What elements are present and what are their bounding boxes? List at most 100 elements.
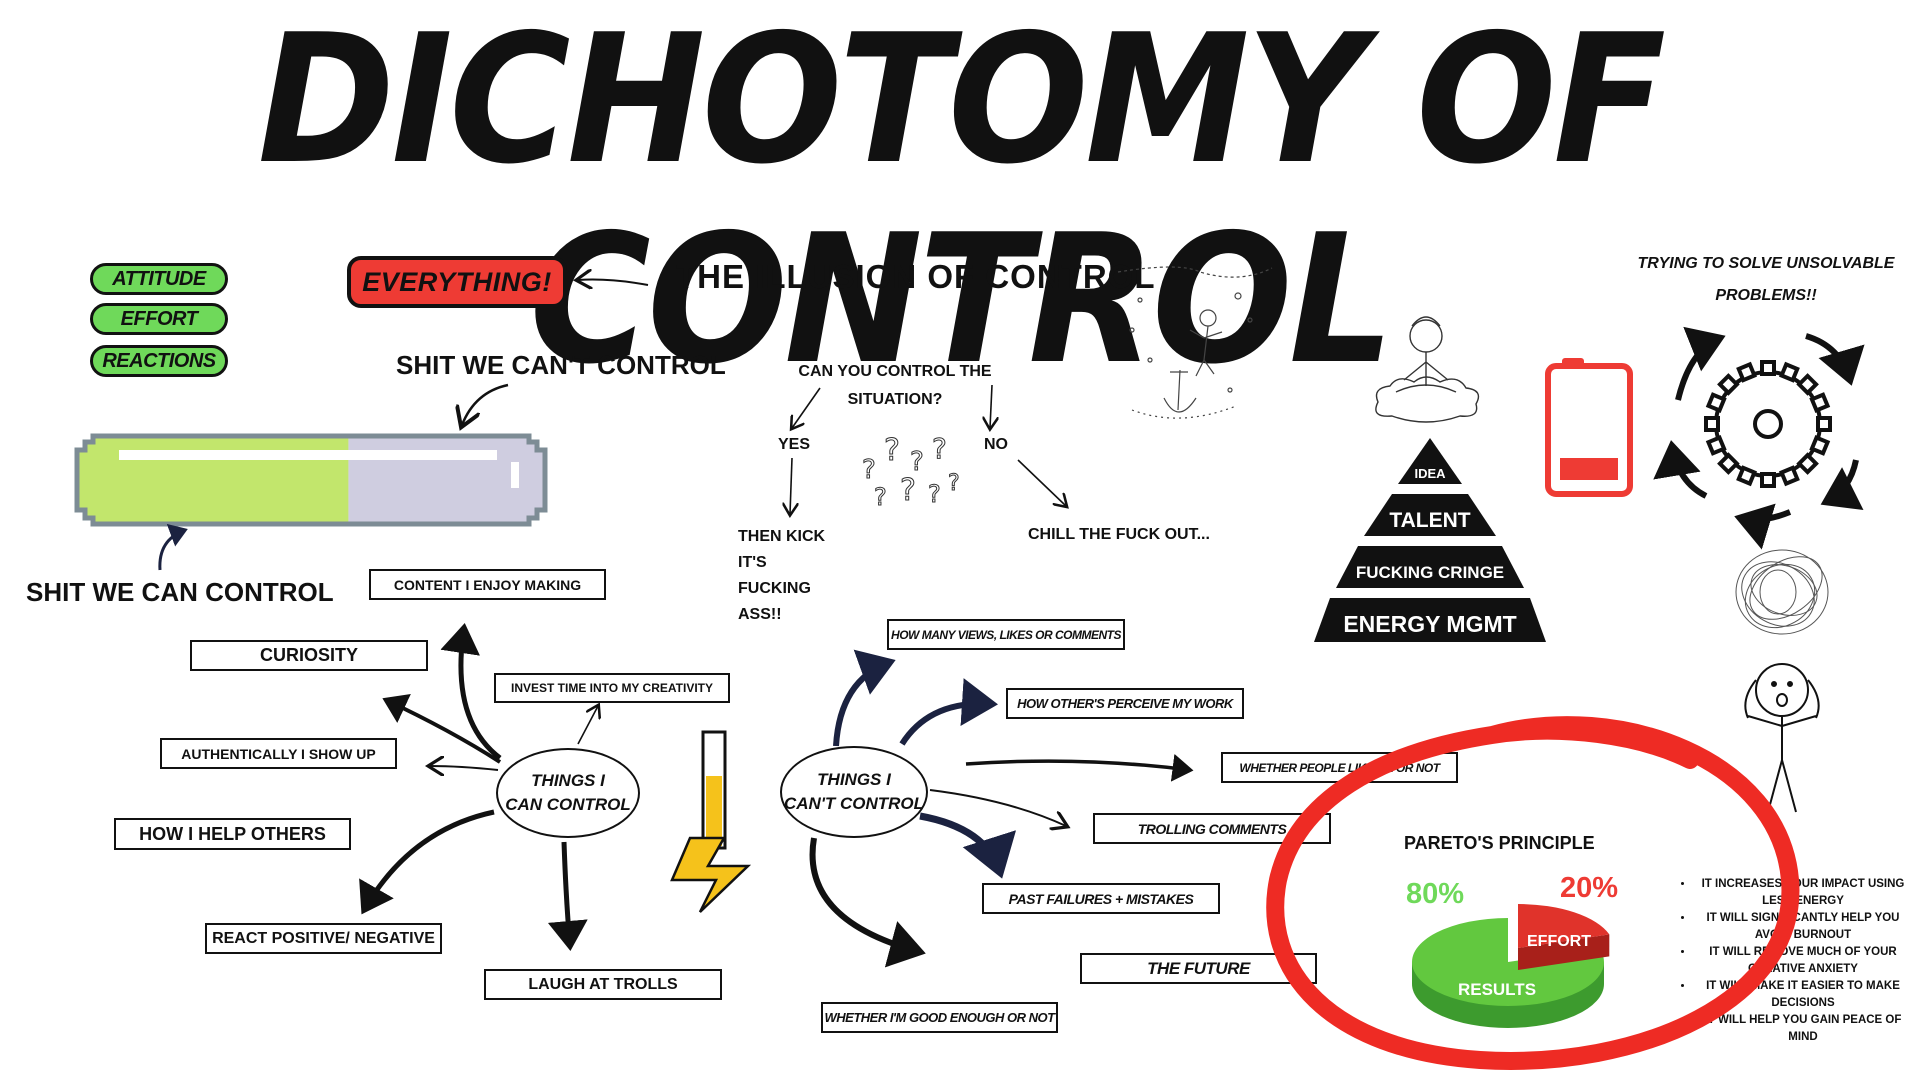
flow-yes-result: THEN KICK IT'S FUCKING ASS!! — [738, 524, 858, 628]
cant-control-label: SHIT WE CAN'T CONTROL — [396, 350, 726, 380]
gear-tooth — [1705, 434, 1727, 456]
svg-text:?: ? — [874, 483, 887, 511]
question-marks-doodle: ? ? ? ? ? ? ? ? — [862, 432, 961, 512]
gear-tooth — [1736, 361, 1758, 383]
svg-text:?: ? — [900, 473, 916, 508]
scribble-tangle-sketch — [1735, 549, 1829, 635]
pareto-results-label: RESULTS — [1457, 980, 1537, 999]
box-laugh-trolls: LAUGH AT TROLLS — [484, 969, 722, 1000]
box-react: REACT POSITIVE/ NEGATIVE — [205, 923, 442, 954]
arrow-to-react — [359, 809, 495, 915]
pyramid-level-energy: ENERGY MGMT — [1343, 611, 1517, 637]
box-good-enough: WHETHER I'M GOOD ENOUGH OR NOT — [821, 1002, 1058, 1033]
gear-tooth — [1760, 360, 1776, 376]
svg-text:?: ? — [948, 471, 960, 496]
bar-highlight — [119, 450, 497, 460]
box-others-perceive: HOW OTHER'S PERCEIVE MY WORK — [1006, 688, 1244, 719]
unsolvable-line-1: TRYING TO SOLVE UNSOLVABLE — [1637, 255, 1895, 272]
arrow-to-like — [965, 753, 1194, 782]
benefit-item: IT WILL MAKE IT EASIER TO MAKE DECISIONS — [1694, 978, 1912, 1012]
gear-cycle-icon — [1653, 326, 1865, 550]
benefits-list: IT INCREASES YOUR IMPACT USING LESS ENER… — [1672, 876, 1912, 1046]
arrow-to-perceive — [899, 678, 998, 746]
illusion-of-control-heading: THE ILLUSION OF CONTROL — [676, 258, 1156, 295]
gear-tooth — [1816, 416, 1832, 432]
box-help-others: HOW I HELP OTHERS — [114, 818, 351, 850]
hub-cant-line-1: THINGS I — [817, 770, 891, 789]
arrow-no-result — [1017, 459, 1066, 506]
arrow-to-past — [919, 812, 1017, 879]
box-authentically: AUTHENTICALLY I SHOW UP — [160, 738, 397, 769]
arrow-can-control — [158, 523, 188, 571]
arrow-to-curiosity — [382, 694, 502, 764]
flow-question: CAN YOU CONTROL THE SITUATION? — [770, 358, 1020, 414]
svg-text:?: ? — [932, 432, 947, 465]
arrow-to-good — [809, 837, 926, 968]
pill-effort: EFFORT — [90, 303, 228, 335]
pyramid-level-idea: IDEA — [1414, 466, 1446, 481]
page-title: DICHOTOMY OF CONTROL — [257, 0, 1667, 403]
hub-can-line-1: THINGS I — [531, 771, 605, 790]
pareto-20-percent: 20% — [1560, 872, 1619, 904]
gear-tooth — [1778, 361, 1800, 383]
gear-tooth — [1704, 416, 1720, 432]
unsolvable-line-2: PROBLEMS!! — [1715, 287, 1817, 304]
gear-tooth — [1778, 465, 1800, 487]
svg-text:?: ? — [928, 480, 941, 508]
gear-tooth — [1736, 465, 1758, 487]
arrow-to-laugh — [547, 841, 588, 951]
flow-no-result: CHILL THE FUCK OUT... — [1028, 526, 1210, 543]
arrow-to-views — [833, 649, 896, 747]
hub-can-line-2: CAN CONTROL — [505, 795, 631, 814]
arrow-yes-result — [790, 457, 792, 514]
arrow-to-invest — [577, 706, 598, 745]
flow-question-line-1: CAN YOU CONTROL THE — [798, 363, 992, 380]
pill-reactions: REACTIONS — [90, 345, 228, 377]
pareto-effort-label: EFFORT — [1527, 933, 1591, 950]
gear-tooth — [1809, 434, 1831, 456]
svg-text:?: ? — [884, 433, 900, 468]
benefit-item: IT WILL HELP YOU GAIN PEACE OF MIND — [1694, 1012, 1912, 1046]
benefit-item: IT WILL REMOVE MUCH OF YOUR CREATIVE ANX… — [1694, 944, 1912, 978]
bar-can-control-fill — [77, 436, 349, 524]
hub-cant-line-2: CAN'T CONTROL — [783, 794, 925, 813]
svg-text:?: ? — [862, 455, 876, 485]
box-invest-time: INVEST TIME INTO MY CREATIVITY — [494, 673, 730, 703]
box-curiosity: CURIOSITY — [190, 640, 428, 671]
gear-tooth — [1796, 373, 1819, 396]
flow-yes: YES — [778, 436, 811, 453]
unsolvable-heading: TRYING TO SOLVE UNSOLVABLE PROBLEMS!! — [1636, 248, 1896, 312]
gear-tooth — [1717, 373, 1740, 396]
arrow-to-authentic — [430, 766, 499, 770]
gear-tooth — [1705, 392, 1727, 414]
flow-yes-result-line-1: THEN KICK IT'S — [738, 528, 826, 571]
gear-tooth — [1809, 392, 1831, 414]
benefit-item: IT INCREASES YOUR IMPACT USING LESS ENER… — [1694, 876, 1912, 910]
pareto-title: PARETO'S PRINCIPLE — [1404, 833, 1595, 853]
gear-tooth — [1717, 452, 1740, 475]
box-trolling: TROLLING COMMENTS — [1093, 813, 1331, 844]
pareto-pie-chart — [1412, 904, 1610, 1028]
hub-things-i-cant-control: THINGS I CAN'T CONTROL — [780, 746, 928, 838]
meditating-person-sketch — [1375, 316, 1480, 423]
pyramid-graphic — [1314, 438, 1546, 642]
box-people-like-me: WHETHER PEOPLE LIKE ME OR NOT — [1221, 752, 1458, 783]
pyramid-level-cringe: FUCKING CRINGE — [1355, 563, 1505, 582]
benefit-item: IT WILL SIGNIFICANTLY HELP YOU AVOID BUR… — [1694, 910, 1912, 944]
low-battery-icon — [1545, 358, 1633, 497]
box-views-likes: HOW MANY VIEWS, LIKES OR COMMENTS — [887, 619, 1125, 650]
flow-yes-result-line-2: FUCKING ASS!! — [738, 580, 811, 623]
everything-badge: EVERYTHING! — [347, 256, 567, 308]
svg-text:?: ? — [910, 447, 924, 477]
arrow-cant-control — [462, 383, 509, 425]
anxious-stick-figure — [1744, 663, 1820, 813]
gear-tooth — [1760, 472, 1776, 488]
pill-attitude: ATTITUDE — [90, 263, 228, 295]
flow-no: NO — [984, 436, 1008, 453]
can-control-label: SHIT WE CAN CONTROL — [26, 577, 334, 607]
flow-question-line-2: SITUATION? — [847, 391, 943, 408]
box-content-i-enjoy: CONTENT I ENJOY MAKING — [369, 569, 606, 600]
bar-highlight — [511, 462, 519, 488]
bar-outline — [74, 433, 548, 527]
box-the-future: THE FUTURE — [1080, 953, 1317, 984]
